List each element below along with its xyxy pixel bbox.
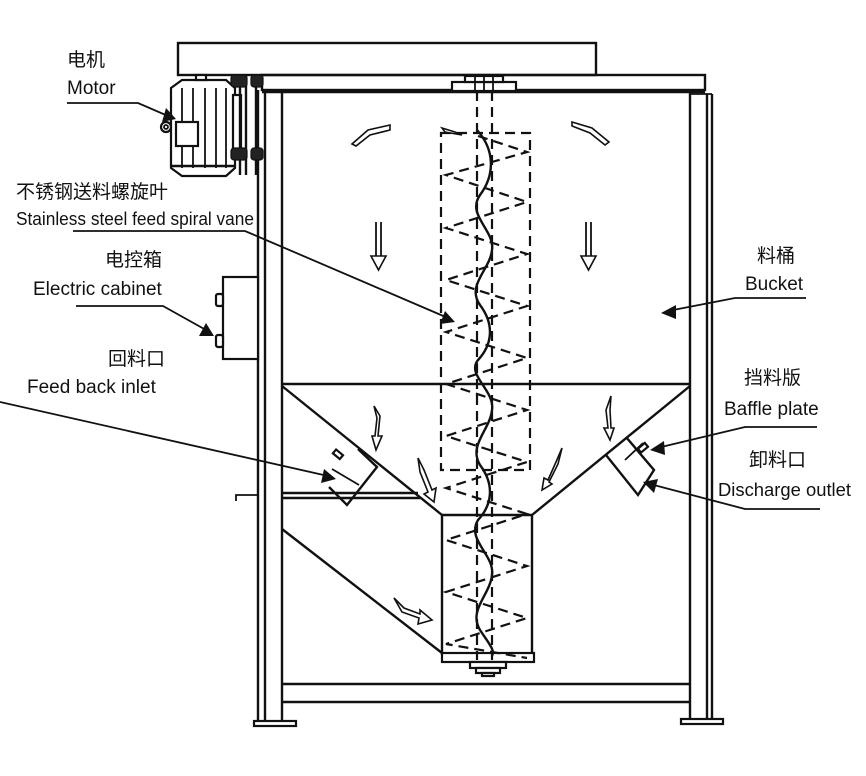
- feed-back-inlet-label-cn: 回料口: [108, 348, 165, 370]
- flow-arrow-icon: [439, 126, 463, 136]
- screw-tube-upper: [439, 131, 532, 472]
- flow-arrow-icon: [602, 395, 616, 443]
- feed-back-inlet: [328, 447, 379, 507]
- spiral-vane: [442, 134, 531, 660]
- spiral-vane-leader: [73, 230, 455, 324]
- discharge-outlet-label-cn: 卸料口: [749, 449, 806, 471]
- left-leg: [252, 90, 298, 728]
- baffle-plate-leader: [650, 426, 817, 455]
- flow-arrow-icon: [540, 447, 563, 492]
- electric-cabinet-label-en: Electric cabinet: [33, 279, 163, 300]
- flow-arrow-icon: [393, 597, 434, 626]
- feed-back-inlet-leader: [0, 401, 336, 483]
- flow-arrow-icon: [417, 457, 438, 504]
- flow-arrow-down-left-icon: [369, 222, 388, 272]
- shaft-flange-top: [450, 74, 518, 93]
- discharge-outlet-label-en: Discharge outlet: [718, 480, 851, 500]
- flow-arrows: [350, 120, 616, 626]
- helix-curve: [474, 129, 494, 657]
- right-leg: [679, 92, 725, 726]
- flow-arrow-down-right-icon: [579, 222, 598, 272]
- motor-leader: [67, 102, 176, 122]
- flow-arrow-icon: [571, 120, 611, 147]
- electric-cabinet-label-cn: 电控箱: [105, 249, 162, 271]
- feed-back-inlet-label-en: Feed back inlet: [27, 377, 157, 398]
- electric-cabinet: [214, 275, 260, 361]
- mid-beam-left: [235, 491, 420, 501]
- motor-label-en: Motor: [67, 78, 116, 99]
- bottom-beam: [282, 682, 690, 704]
- discharge-outlet-leader: [643, 479, 820, 510]
- baffle-plate-label-en: Baffle plate: [724, 399, 819, 420]
- motor-label-cn: 电机: [67, 49, 105, 71]
- bucket-cone: [281, 382, 691, 517]
- flow-arrow-icon: [370, 405, 384, 453]
- bucket-label-en: Bucket: [745, 274, 804, 295]
- recirculation-chute: [281, 528, 443, 654]
- spiral-vane-label-cn: 不锈钢送料螺旋叶: [16, 181, 168, 203]
- bucket-leader: [661, 297, 806, 319]
- discharge-outlet: [605, 436, 656, 498]
- baffle-plate-label-cn: 挡料版: [744, 367, 801, 389]
- electric-cabinet-leader: [76, 305, 214, 336]
- screw-housing-lower: [440, 515, 536, 678]
- spiral-vane-label-en: Stainless steel feed spiral vane: [16, 209, 254, 229]
- flow-arrow-icon: [350, 123, 391, 147]
- motor: [159, 73, 264, 178]
- bucket-label-cn: 料桶: [757, 245, 795, 267]
